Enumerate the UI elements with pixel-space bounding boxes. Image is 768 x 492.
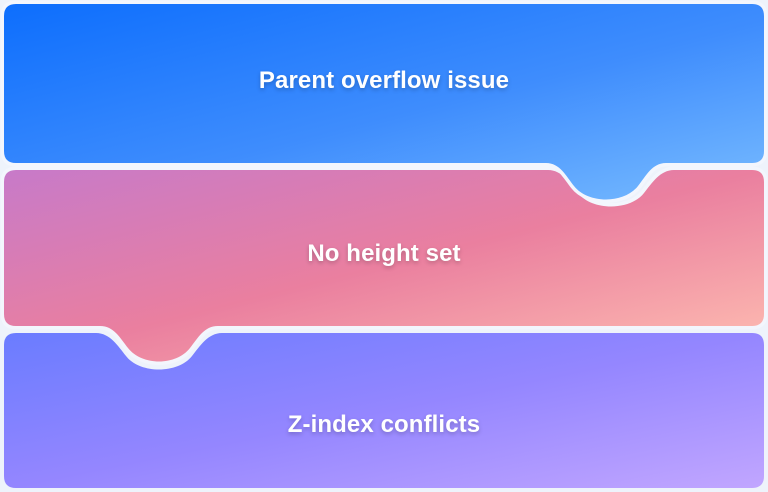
panel-1-title: Parent overflow issue (258, 67, 510, 94)
panel-no-height-set (4, 170, 764, 362)
panel-3-title: Z-index conflicts (287, 411, 481, 438)
panel-z-index-conflicts (4, 333, 764, 488)
panel-2-title: No height set (307, 240, 461, 267)
panel-parent-overflow-issue (4, 4, 764, 200)
